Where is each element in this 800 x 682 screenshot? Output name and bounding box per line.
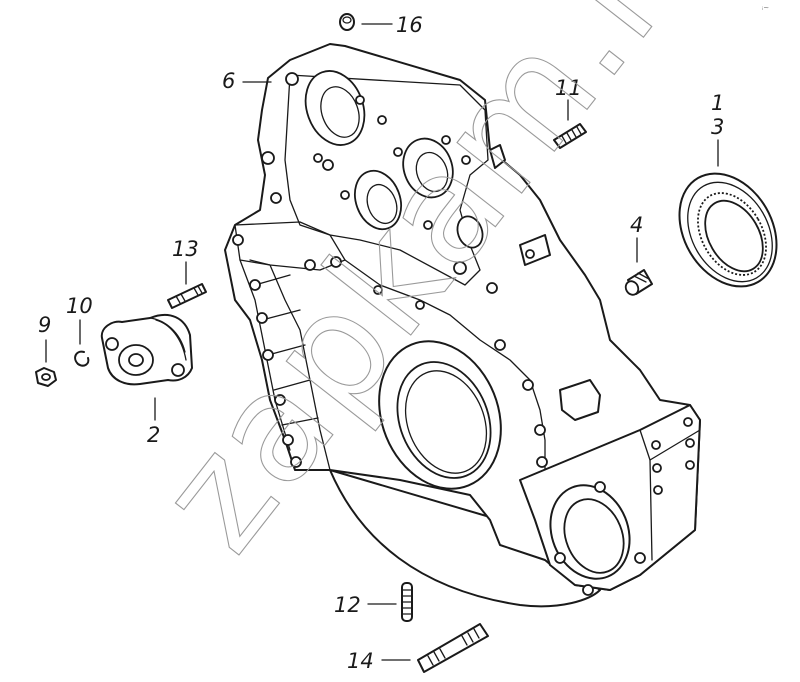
callout-16: 16	[396, 13, 423, 37]
callout-11: 11	[555, 76, 582, 100]
seal-ring-part[interactable]	[660, 156, 796, 304]
callout-6: 6	[222, 69, 235, 93]
plug-part[interactable]	[339, 13, 355, 31]
callout-labels: 16 6 11 1 3 4 13 9 10 2 12 14	[38, 13, 724, 673]
callout-14: 14	[347, 649, 374, 673]
stud-14-part[interactable]	[417, 623, 489, 673]
callout-4: 4	[630, 213, 643, 237]
lock-washer-part[interactable]	[74, 350, 90, 367]
callout-1: 1	[711, 91, 724, 115]
pin-11-part[interactable]	[553, 123, 587, 149]
pin-12-part[interactable]	[401, 582, 413, 622]
callout-3: 3	[711, 115, 724, 139]
callout-12: 12	[334, 593, 361, 617]
callout-13: 13	[172, 237, 199, 261]
callout-9: 9	[38, 313, 51, 337]
bushing-part[interactable]	[623, 269, 653, 297]
flywheel-housing[interactable]	[224, 43, 701, 608]
stud-13-part[interactable]	[167, 283, 207, 309]
corner-mark: ᵢ~	[762, 4, 769, 12]
callout-2: 2	[147, 423, 160, 447]
bracket-part[interactable]	[100, 313, 193, 386]
callout-10: 10	[66, 294, 93, 318]
nut-part[interactable]	[35, 367, 57, 387]
leader-lines	[45, 23, 719, 661]
